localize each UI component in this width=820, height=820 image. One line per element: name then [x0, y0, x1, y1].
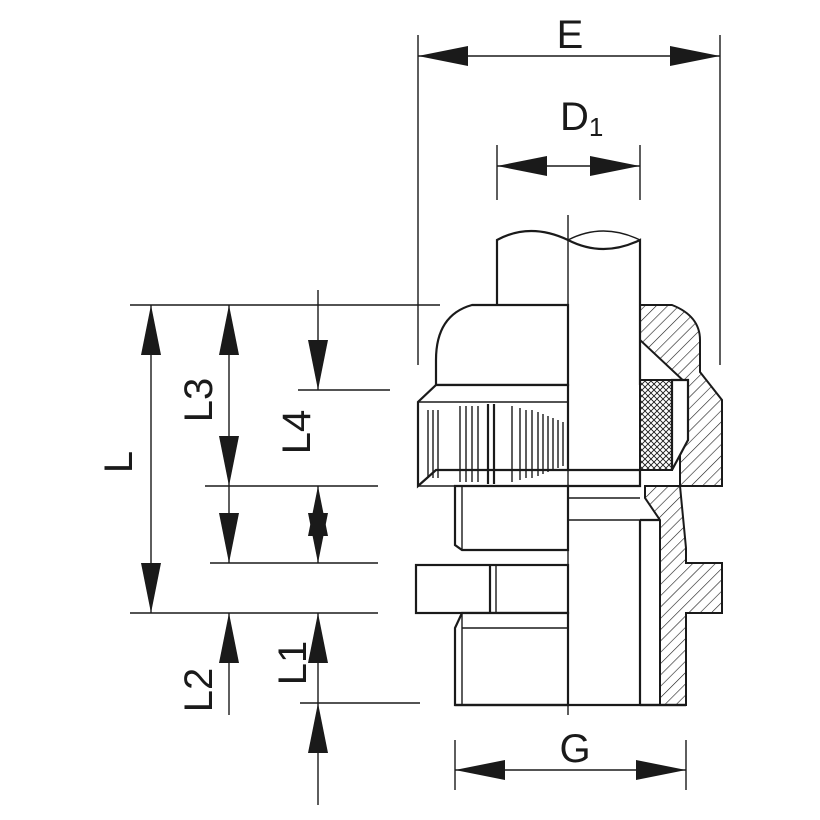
label-l4: L4 — [275, 410, 319, 455]
label-l1: L1 — [271, 641, 315, 686]
gland-neck — [453, 484, 570, 552]
knurl-ribs — [427, 404, 564, 484]
label-l2: L2 — [177, 668, 221, 713]
label-l: L — [97, 451, 141, 473]
dimension-e: E — [417, 13, 721, 365]
dimension-l3: L3 — [177, 305, 239, 563]
label-e: E — [557, 13, 584, 57]
label-l3: L3 — [177, 378, 221, 423]
dimension-l1: L1 — [271, 613, 328, 805]
svg-text:D1: D1 — [560, 95, 603, 142]
label-d-subscript: 1 — [589, 112, 603, 142]
dimension-l4: L4 — [275, 290, 328, 563]
dome-cap — [434, 303, 570, 387]
dimension-g: G — [454, 727, 687, 790]
dimension-d1: D1 — [496, 95, 641, 200]
dimension-l2: L2 — [177, 613, 239, 715]
section-view — [568, 304, 723, 707]
thread — [453, 611, 570, 707]
dimension-l: L — [97, 305, 161, 613]
label-g: G — [559, 727, 590, 771]
label-d: D — [560, 95, 589, 139]
knurled-nut — [416, 383, 570, 489]
hex-flange — [414, 563, 570, 615]
extension-lines — [130, 304, 440, 704]
